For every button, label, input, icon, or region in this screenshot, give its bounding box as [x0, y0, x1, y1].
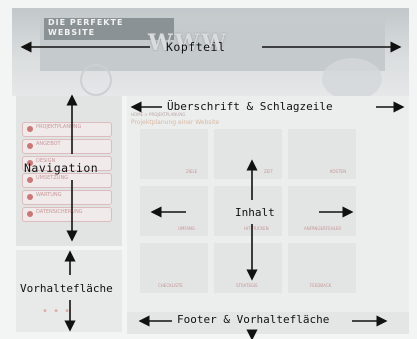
- label-header: Kopfteil: [166, 40, 226, 54]
- nav-item-label: ANGEBOT: [36, 141, 61, 147]
- nav-item-label: DESIGN: [36, 158, 56, 164]
- footer-region: [127, 312, 409, 334]
- nav-item-angebot[interactable]: ANGEBOT: [22, 139, 112, 154]
- decorative-wheel-icon: [80, 64, 112, 96]
- nav-bullet-icon: [27, 194, 33, 200]
- tile-ziele[interactable]: ZIELE: [140, 129, 208, 179]
- tile-label: FEEDBACK: [310, 283, 332, 288]
- nav-bullet-icon: [27, 143, 33, 149]
- tile-label: ANFÄNGERFEHLER: [304, 226, 342, 231]
- nav-item-datensicherung[interactable]: DATENSICHERUNG: [22, 207, 112, 222]
- tile-label: CHECKLISTE: [158, 283, 183, 288]
- nav-item-umsetzung[interactable]: UMSETZUNG: [22, 173, 112, 188]
- nav-bullet-icon: [27, 211, 33, 217]
- label-headline: Überschrift & Schlagzeile: [167, 100, 333, 113]
- tile-label: ZEIT: [264, 169, 273, 174]
- nav-item-label: DATENSICHERUNG: [36, 209, 83, 215]
- tile-label: STRATEGIE: [236, 283, 258, 288]
- nav-item-design[interactable]: DESIGN: [22, 156, 112, 171]
- header-line-1: DIE PERFEKTE: [48, 18, 124, 27]
- header-logo: WWW: [148, 30, 229, 56]
- tile-checkliste[interactable]: CHECKLISTE: [140, 243, 208, 293]
- tile-feedback[interactable]: FEEDBACK: [288, 243, 356, 293]
- tile-label: KOSTEN: [330, 169, 347, 174]
- nav-bullet-icon: [27, 126, 33, 132]
- tile-hit-tricken[interactable]: HIT-TRICKEN: [214, 186, 282, 236]
- header-title-block: [44, 18, 174, 40]
- nav-item-label: UMSETZUNG: [36, 175, 69, 181]
- label-content: Inhalt: [235, 206, 275, 219]
- tile-zeit[interactable]: ZEIT: [214, 129, 282, 179]
- label-reserve: Vorhaltefläche: [20, 282, 113, 295]
- nav-bullet-icon: [27, 177, 33, 183]
- nav-item-projektplanung[interactable]: PROJEKTPLANUNG: [22, 122, 112, 137]
- nav-item-label: WARTUNG: [36, 192, 62, 198]
- nav-item-label: PROJEKTPLANUNG: [36, 124, 82, 130]
- breadcrumb: HOME > PROJEKTPLANUNG: [131, 112, 186, 117]
- decorative-globe-icon: [322, 58, 382, 100]
- label-navigation: Navigation: [24, 161, 99, 175]
- nav-item-wartung[interactable]: WARTUNG: [22, 190, 112, 205]
- label-footer: Footer & Vorhaltefläche: [177, 313, 330, 326]
- reserve-dots: • • •: [42, 306, 72, 317]
- page-subtitle: Projektplanung einer Website: [131, 119, 220, 126]
- reserve-region: [16, 250, 122, 332]
- tile-kosten[interactable]: KOSTEN: [288, 129, 356, 179]
- tile-strategie[interactable]: STRATEGIE: [214, 243, 282, 293]
- tile-label: UMFANG: [178, 226, 196, 231]
- nav-bullet-icon: [27, 160, 33, 166]
- header-line-2: WEBSITE: [48, 28, 96, 37]
- tile-label: HIT-TRICKEN: [244, 226, 269, 231]
- tile-label: ZIELE: [186, 169, 198, 174]
